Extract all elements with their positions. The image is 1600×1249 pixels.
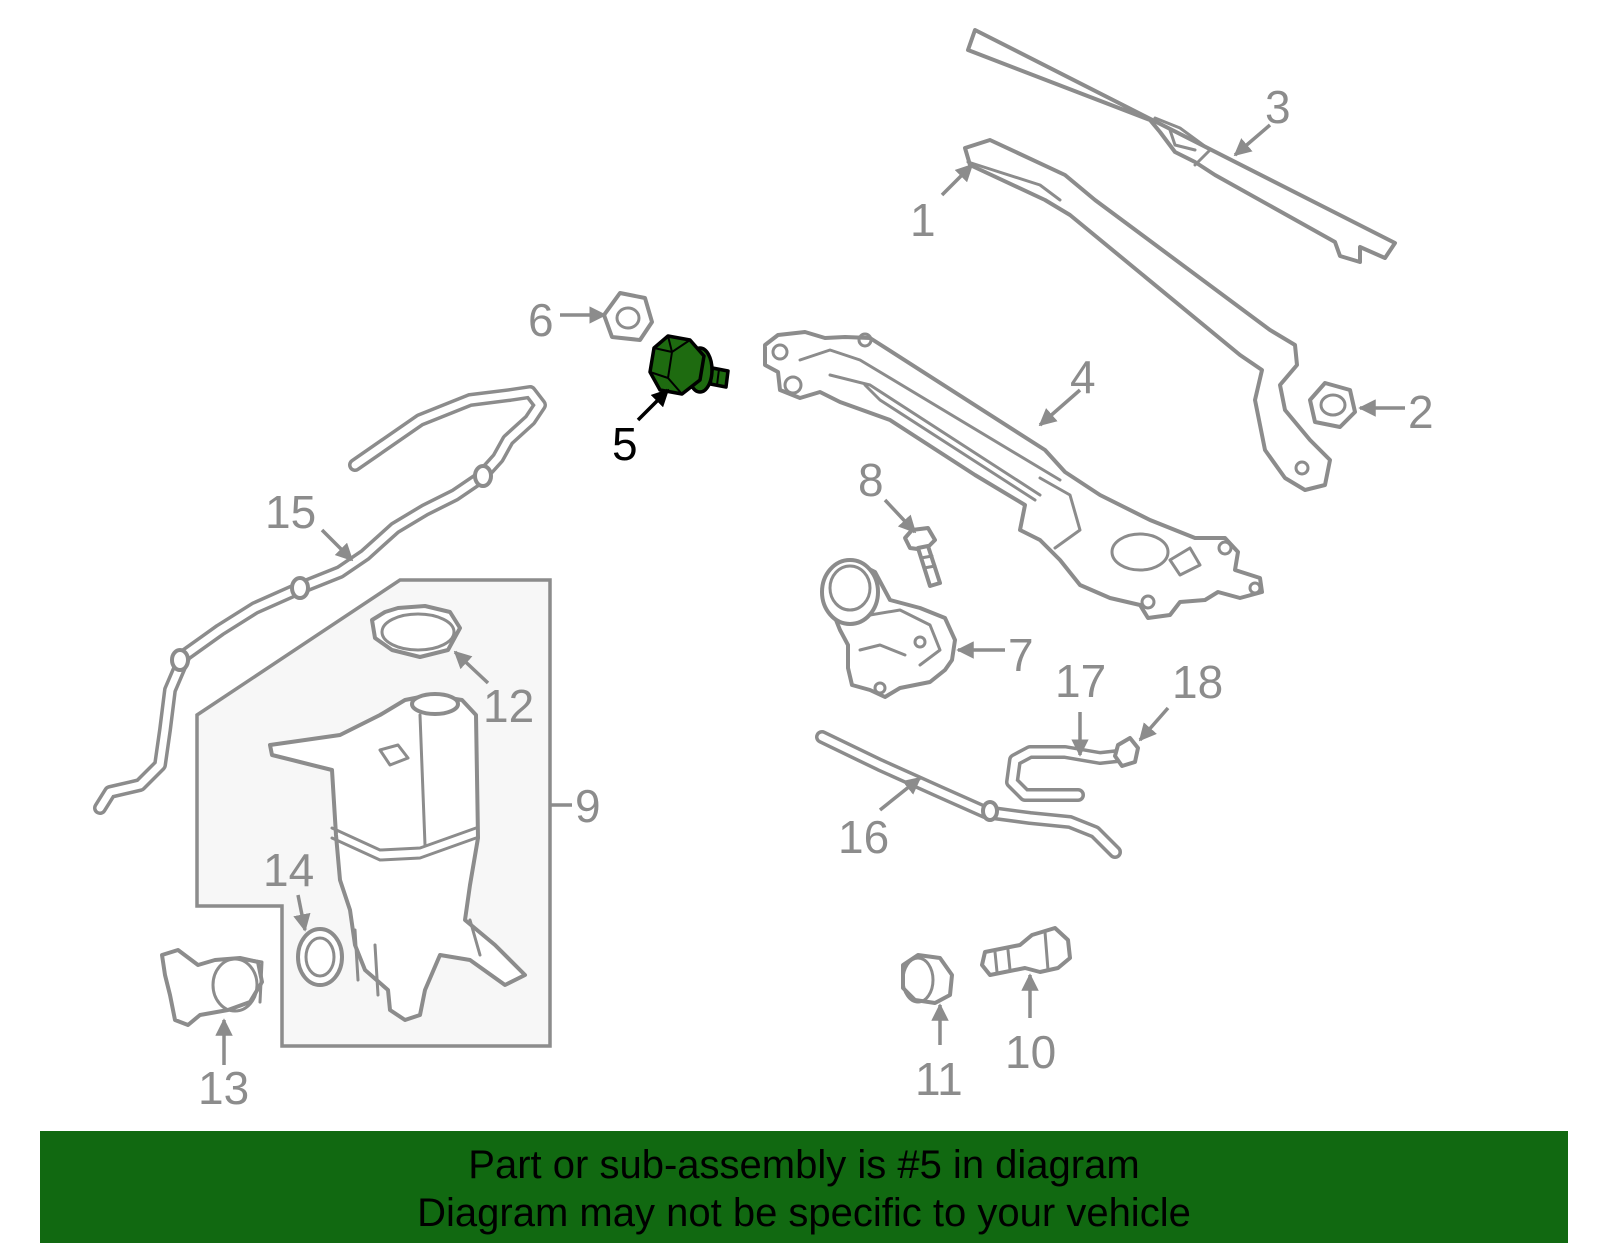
callout-9: 9 — [550, 780, 601, 832]
callout-label-5: 5 — [612, 418, 638, 470]
callout-13: 13 — [198, 1018, 249, 1114]
part-17-hose-connector[interactable] — [1005, 745, 1125, 802]
part-18-nozzle-check-valve[interactable] — [1113, 736, 1140, 768]
part-11-pump-grommet[interactable] — [901, 953, 954, 1005]
callout-label-7: 7 — [1008, 629, 1034, 681]
callout-label-10: 10 — [1005, 1026, 1056, 1078]
callout-label-4: 4 — [1070, 351, 1096, 403]
callout-label-15: 15 — [265, 486, 316, 538]
banner-line-2: Diagram may not be specific to your vehi… — [417, 1191, 1191, 1235]
callout-7: 7 — [956, 629, 1034, 681]
callout-1: 1 — [910, 163, 974, 246]
callout-18: 18 — [1138, 656, 1223, 742]
callout-label-13: 13 — [198, 1062, 249, 1114]
callout-label-16: 16 — [838, 811, 889, 863]
callout-label-14: 14 — [263, 844, 314, 896]
callout-16: 16 — [838, 776, 922, 863]
part-16-rear-washer-hose[interactable] — [815, 730, 1122, 859]
callout-label-12: 12 — [483, 680, 534, 732]
callout-label-9: 9 — [575, 780, 601, 832]
part-10-washer-pump[interactable] — [980, 926, 1072, 977]
part-7-wiper-motor[interactable] — [820, 558, 957, 699]
callout-label-11: 11 — [915, 1053, 963, 1105]
callout-3: 3 — [1233, 81, 1291, 157]
callout-15: 15 — [265, 486, 354, 562]
callout-2: 2 — [1358, 386, 1434, 438]
part-1-wiper-arm[interactable] — [963, 138, 1332, 492]
part-15-washer-hose[interactable] — [93, 385, 547, 815]
callout-17: 17 — [1055, 655, 1106, 757]
callout-label-2: 2 — [1408, 386, 1434, 438]
callout-11: 11 — [915, 1003, 963, 1105]
callout-5: 5 — [612, 388, 670, 470]
parts-diagram: 1 2 3 4 5 6 7 8 9 10 11 12 — [93, 28, 1434, 1114]
part-13-fluid-level-sensor[interactable] — [160, 948, 264, 1027]
callout-6: 6 — [528, 294, 607, 346]
callout-label-3: 3 — [1265, 81, 1291, 133]
callout-label-17: 17 — [1055, 655, 1106, 707]
part-9-washer-reservoir-assembly[interactable] — [195, 578, 552, 1048]
callout-label-8: 8 — [858, 454, 884, 506]
callout-label-1: 1 — [910, 194, 936, 246]
part-2-arm-nut[interactable] — [1308, 381, 1357, 429]
callout-10: 10 — [1005, 973, 1056, 1078]
part-5-mounting-bolt[interactable] — [648, 334, 730, 396]
part-6-flange-nut[interactable] — [602, 291, 654, 342]
banner-line-1: Part or sub-assembly is #5 in diagram — [468, 1143, 1140, 1187]
callout-8: 8 — [858, 454, 917, 534]
part-3-wiper-blade[interactable] — [966, 28, 1397, 264]
part-8-motor-bolt[interactable] — [903, 526, 942, 588]
part-4-linkage-assembly[interactable] — [763, 330, 1264, 620]
callout-12: 12 — [453, 650, 534, 732]
part-12-reservoir-cap[interactable] — [370, 604, 462, 659]
callout-label-18: 18 — [1172, 656, 1223, 708]
part-14-sensor-grommet[interactable] — [296, 927, 344, 987]
callout-label-6: 6 — [528, 294, 554, 346]
diagram-notice-banner: Part or sub-assembly is #5 in diagram Di… — [40, 1131, 1568, 1243]
callout-14: 14 — [263, 844, 314, 932]
callout-4: 4 — [1038, 351, 1096, 427]
